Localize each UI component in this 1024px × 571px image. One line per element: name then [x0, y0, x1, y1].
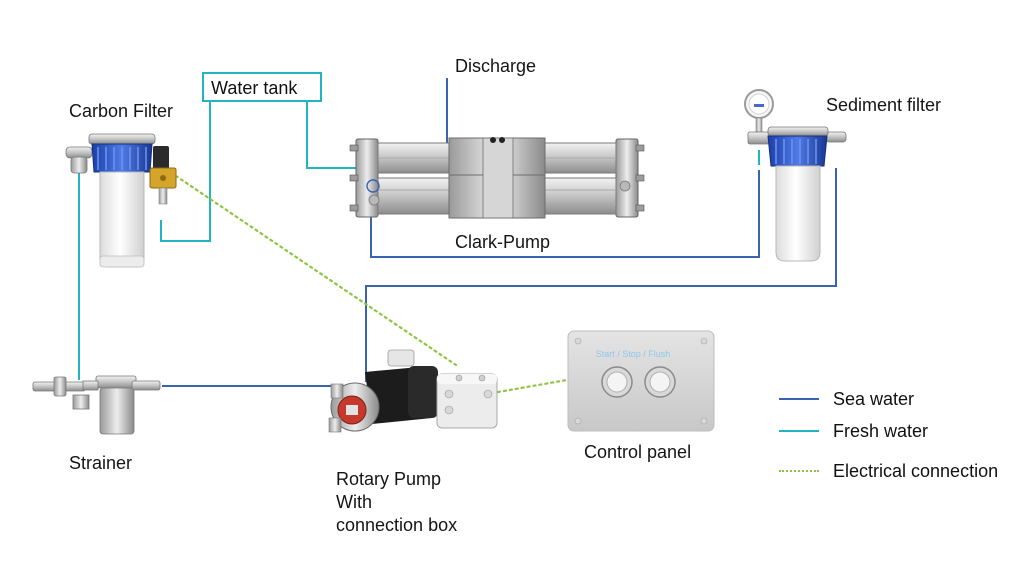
panel-buttons-text: Start / Stop / Flush — [596, 349, 671, 359]
label-discharge: Discharge — [455, 56, 537, 76]
pressure-gauge-icon — [744, 89, 774, 133]
legend-label-sea-water: Sea water — [833, 389, 915, 409]
strainer — [32, 375, 161, 435]
sediment-filter — [744, 89, 847, 262]
panel-button-right — [644, 366, 676, 398]
label-water-tank: Water tank — [211, 78, 298, 98]
legend-swatch-fresh-water — [779, 430, 819, 432]
rotary-pump — [328, 349, 438, 433]
label-rotary-pump: Rotary Pump With connection box — [336, 468, 457, 537]
connection-box — [436, 373, 498, 429]
legend-label-fresh-water: Fresh water — [833, 421, 929, 441]
label-rotary-pump-line-2: With — [336, 492, 372, 512]
legend-swatch-sea-water — [779, 398, 819, 400]
label-clark-pump: Clark-Pump — [455, 232, 551, 252]
solenoid-valve — [149, 146, 177, 205]
label-carbon-filter: Carbon Filter — [69, 101, 174, 121]
legend-label-electrical-connection: Electrical connection — [833, 461, 999, 481]
fresh-water-lines — [78, 86, 760, 380]
label-sediment-filter: Sediment filter — [826, 95, 942, 115]
sea-water-line-clark-to-sediment — [370, 170, 760, 258]
sea-water-lines — [162, 78, 837, 387]
water-tank: Water tank — [202, 72, 322, 102]
label-rotary-pump-line-3: connection box — [336, 515, 458, 535]
clark-pump-unit — [349, 137, 645, 219]
electrical-line-valve-to-box — [174, 174, 458, 367]
panel-button-left — [601, 366, 633, 398]
fresh-water-line-tank-to-clark — [306, 102, 357, 169]
fresh-water-line-tank-to-carbon — [160, 86, 211, 242]
sea-water-line-sediment-to-pump — [365, 168, 837, 382]
control-panel: Start / Stop / Flush — [567, 330, 715, 432]
label-control-panel: Control panel — [584, 442, 692, 462]
carbon-filter — [65, 133, 177, 268]
legend-swatch-electrical-connection — [779, 470, 819, 472]
label-rotary-pump-line-1: Rotary Pump — [336, 469, 442, 489]
label-strainer: Strainer — [69, 453, 133, 473]
